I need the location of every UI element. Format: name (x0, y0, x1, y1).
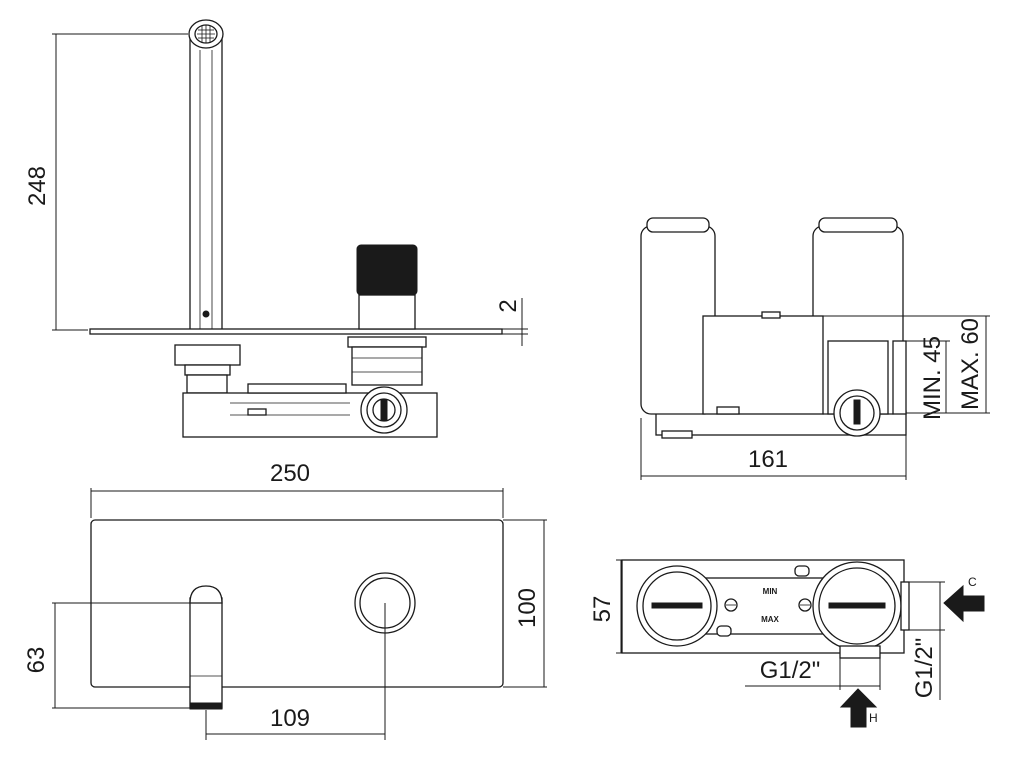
cartridge-body (351, 346, 423, 386)
top-view: MIN MAX 57 (589, 559, 985, 728)
front-view: 250 100 63 109 (23, 460, 547, 740)
dim-plate-thickness: 2 (495, 299, 522, 312)
cartridge-nut (347, 336, 427, 348)
screw-left-icon (724, 598, 738, 612)
cylinder-left-icon (636, 565, 718, 647)
end-inlet-icon (833, 389, 881, 437)
handle-stem (358, 294, 416, 330)
dim-inlet-side: G1/2" (911, 638, 938, 699)
arrow-hot-label: H (869, 711, 878, 725)
aerator-mesh-icon (197, 25, 215, 43)
wall-plate (89, 328, 503, 335)
side-view: 248 2 (24, 19, 528, 438)
arrow-cold-icon (943, 584, 985, 623)
plate-label-bottom: MAX (761, 615, 779, 624)
dim-end-width: 161 (748, 446, 788, 473)
dim-inlet-bottom: G1/2" (760, 657, 821, 684)
dim-spout-to-knob: 109 (270, 705, 310, 732)
dim-min-depth: MIN. 45 (919, 336, 946, 420)
spout-mount (174, 344, 241, 366)
arrow-hot-icon (839, 688, 878, 728)
front-spout (189, 597, 223, 709)
handle-knurled (356, 244, 418, 296)
end-center-box (702, 315, 824, 415)
plate-label-top: MIN (763, 587, 778, 596)
arrow-cold-label: C (968, 575, 977, 589)
dim-side-height: 248 (24, 166, 51, 206)
inlet-fitting-icon (360, 386, 408, 434)
spout-tube (189, 35, 223, 333)
dim-body-depth: 57 (589, 596, 616, 623)
dim-max-depth: MAX. 60 (957, 318, 984, 410)
dim-spout-height: 63 (23, 647, 50, 674)
cylinder-right-icon (812, 561, 902, 651)
dim-front-height: 100 (514, 588, 541, 628)
dim-front-width: 250 (270, 460, 310, 487)
end-view: 161 MIN. 45 MAX. 60 (640, 217, 990, 480)
screw-right-icon (798, 598, 812, 612)
